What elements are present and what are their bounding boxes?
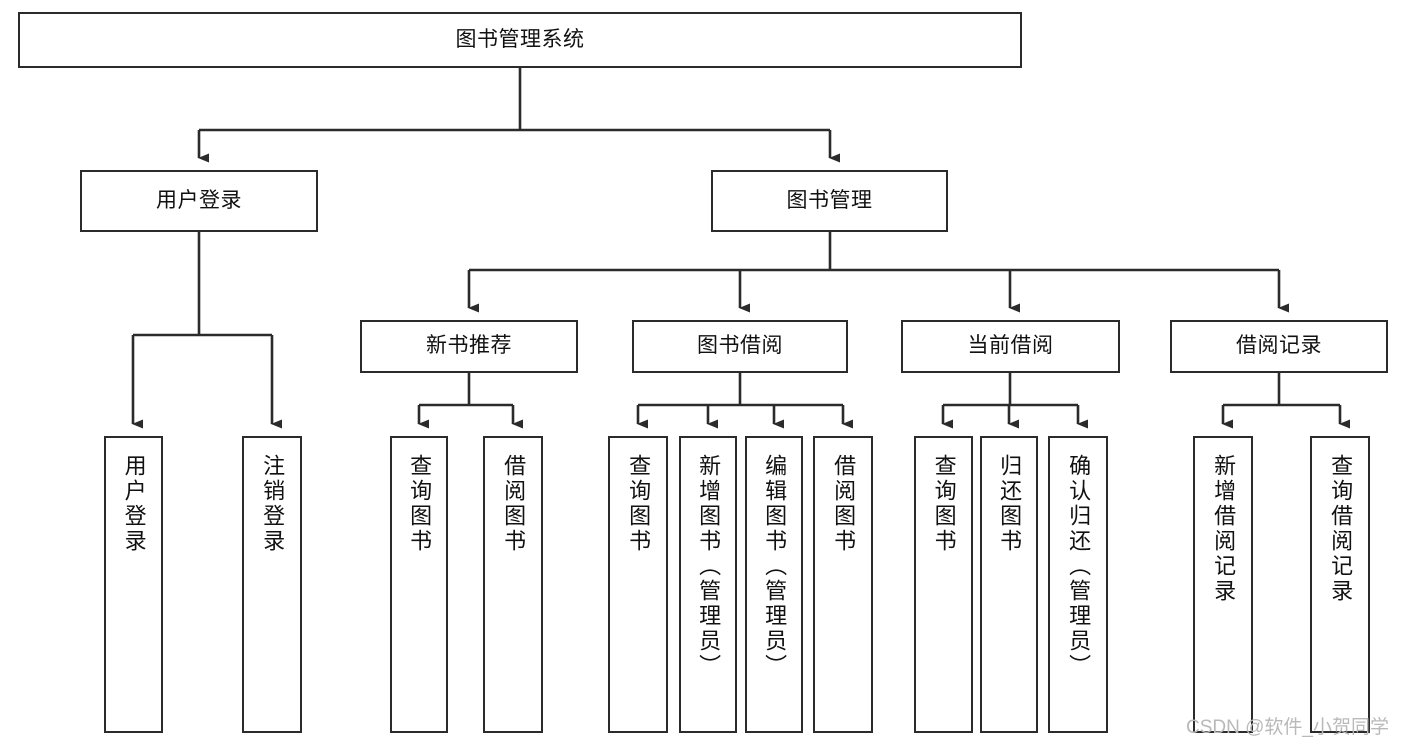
node-leaf-add-book[interactable]: 新增图书（管理员） (679, 436, 737, 733)
node-leaf-confirm-return-label: 确认归还（管理员） (1066, 454, 1092, 679)
node-leaf-query-book-rec-label: 查询图书 (407, 454, 433, 554)
node-leaf-borrow-book-label: 借阅图书 (831, 454, 857, 554)
node-leaf-query-borrow-record-label: 查询借阅记录 (1328, 454, 1354, 604)
node-book-borrow[interactable]: 图书借阅 (632, 320, 848, 373)
node-leaf-query-book-rec[interactable]: 查询图书 (390, 436, 448, 733)
node-book-borrow-label: 图书借阅 (697, 334, 783, 358)
node-leaf-return-book[interactable]: 归还图书 (980, 436, 1038, 733)
node-leaf-return-book-label: 归还图书 (997, 454, 1023, 554)
node-borrow-record-label: 借阅记录 (1236, 334, 1322, 358)
node-leaf-borrow-book[interactable]: 借阅图书 (813, 436, 873, 733)
node-book-manage[interactable]: 图书管理 (711, 170, 948, 232)
node-leaf-query-book-borrow-label: 查询图书 (626, 454, 652, 554)
node-leaf-edit-book-label: 编辑图书（管理员） (762, 454, 788, 679)
node-leaf-query-borrow-record[interactable]: 查询借阅记录 (1310, 436, 1370, 733)
node-book-manage-label: 图书管理 (786, 188, 873, 212)
node-root-label: 图书管理系统 (455, 27, 585, 51)
node-leaf-borrow-book-rec-label: 借阅图书 (501, 454, 527, 554)
node-user-login[interactable]: 用户登录 (80, 170, 318, 232)
node-borrow-record[interactable]: 借阅记录 (1170, 320, 1388, 373)
node-leaf-logout[interactable]: 注销登录 (242, 436, 302, 733)
node-leaf-query-book-current[interactable]: 查询图书 (914, 436, 973, 733)
node-current-borrow-label: 当前借阅 (967, 334, 1054, 358)
node-root[interactable]: 图书管理系统 (18, 12, 1022, 68)
node-leaf-borrow-book-rec[interactable]: 借阅图书 (483, 436, 543, 733)
node-leaf-confirm-return[interactable]: 确认归还（管理员） (1048, 436, 1108, 733)
node-current-borrow[interactable]: 当前借阅 (901, 320, 1120, 373)
node-leaf-query-book-borrow[interactable]: 查询图书 (608, 436, 668, 733)
node-leaf-logout-label: 注销登录 (260, 454, 286, 554)
csdn-watermark: CSDN @软件_小贺同学 (1186, 717, 1389, 738)
node-leaf-query-book-current-label: 查询图书 (931, 454, 957, 554)
node-new-book-recommend-label: 新书推荐 (426, 334, 512, 358)
node-leaf-add-book-label: 新增图书（管理员） (696, 454, 722, 679)
node-leaf-edit-book[interactable]: 编辑图书（管理员） (745, 436, 803, 733)
node-leaf-user-login-label: 用户登录 (121, 454, 147, 554)
node-user-login-label: 用户登录 (156, 188, 242, 212)
node-leaf-add-borrow-record-label: 新增借阅记录 (1211, 454, 1237, 604)
node-new-book-recommend[interactable]: 新书推荐 (360, 320, 578, 373)
node-leaf-add-borrow-record[interactable]: 新增借阅记录 (1193, 436, 1253, 733)
node-leaf-user-login[interactable]: 用户登录 (104, 436, 163, 733)
